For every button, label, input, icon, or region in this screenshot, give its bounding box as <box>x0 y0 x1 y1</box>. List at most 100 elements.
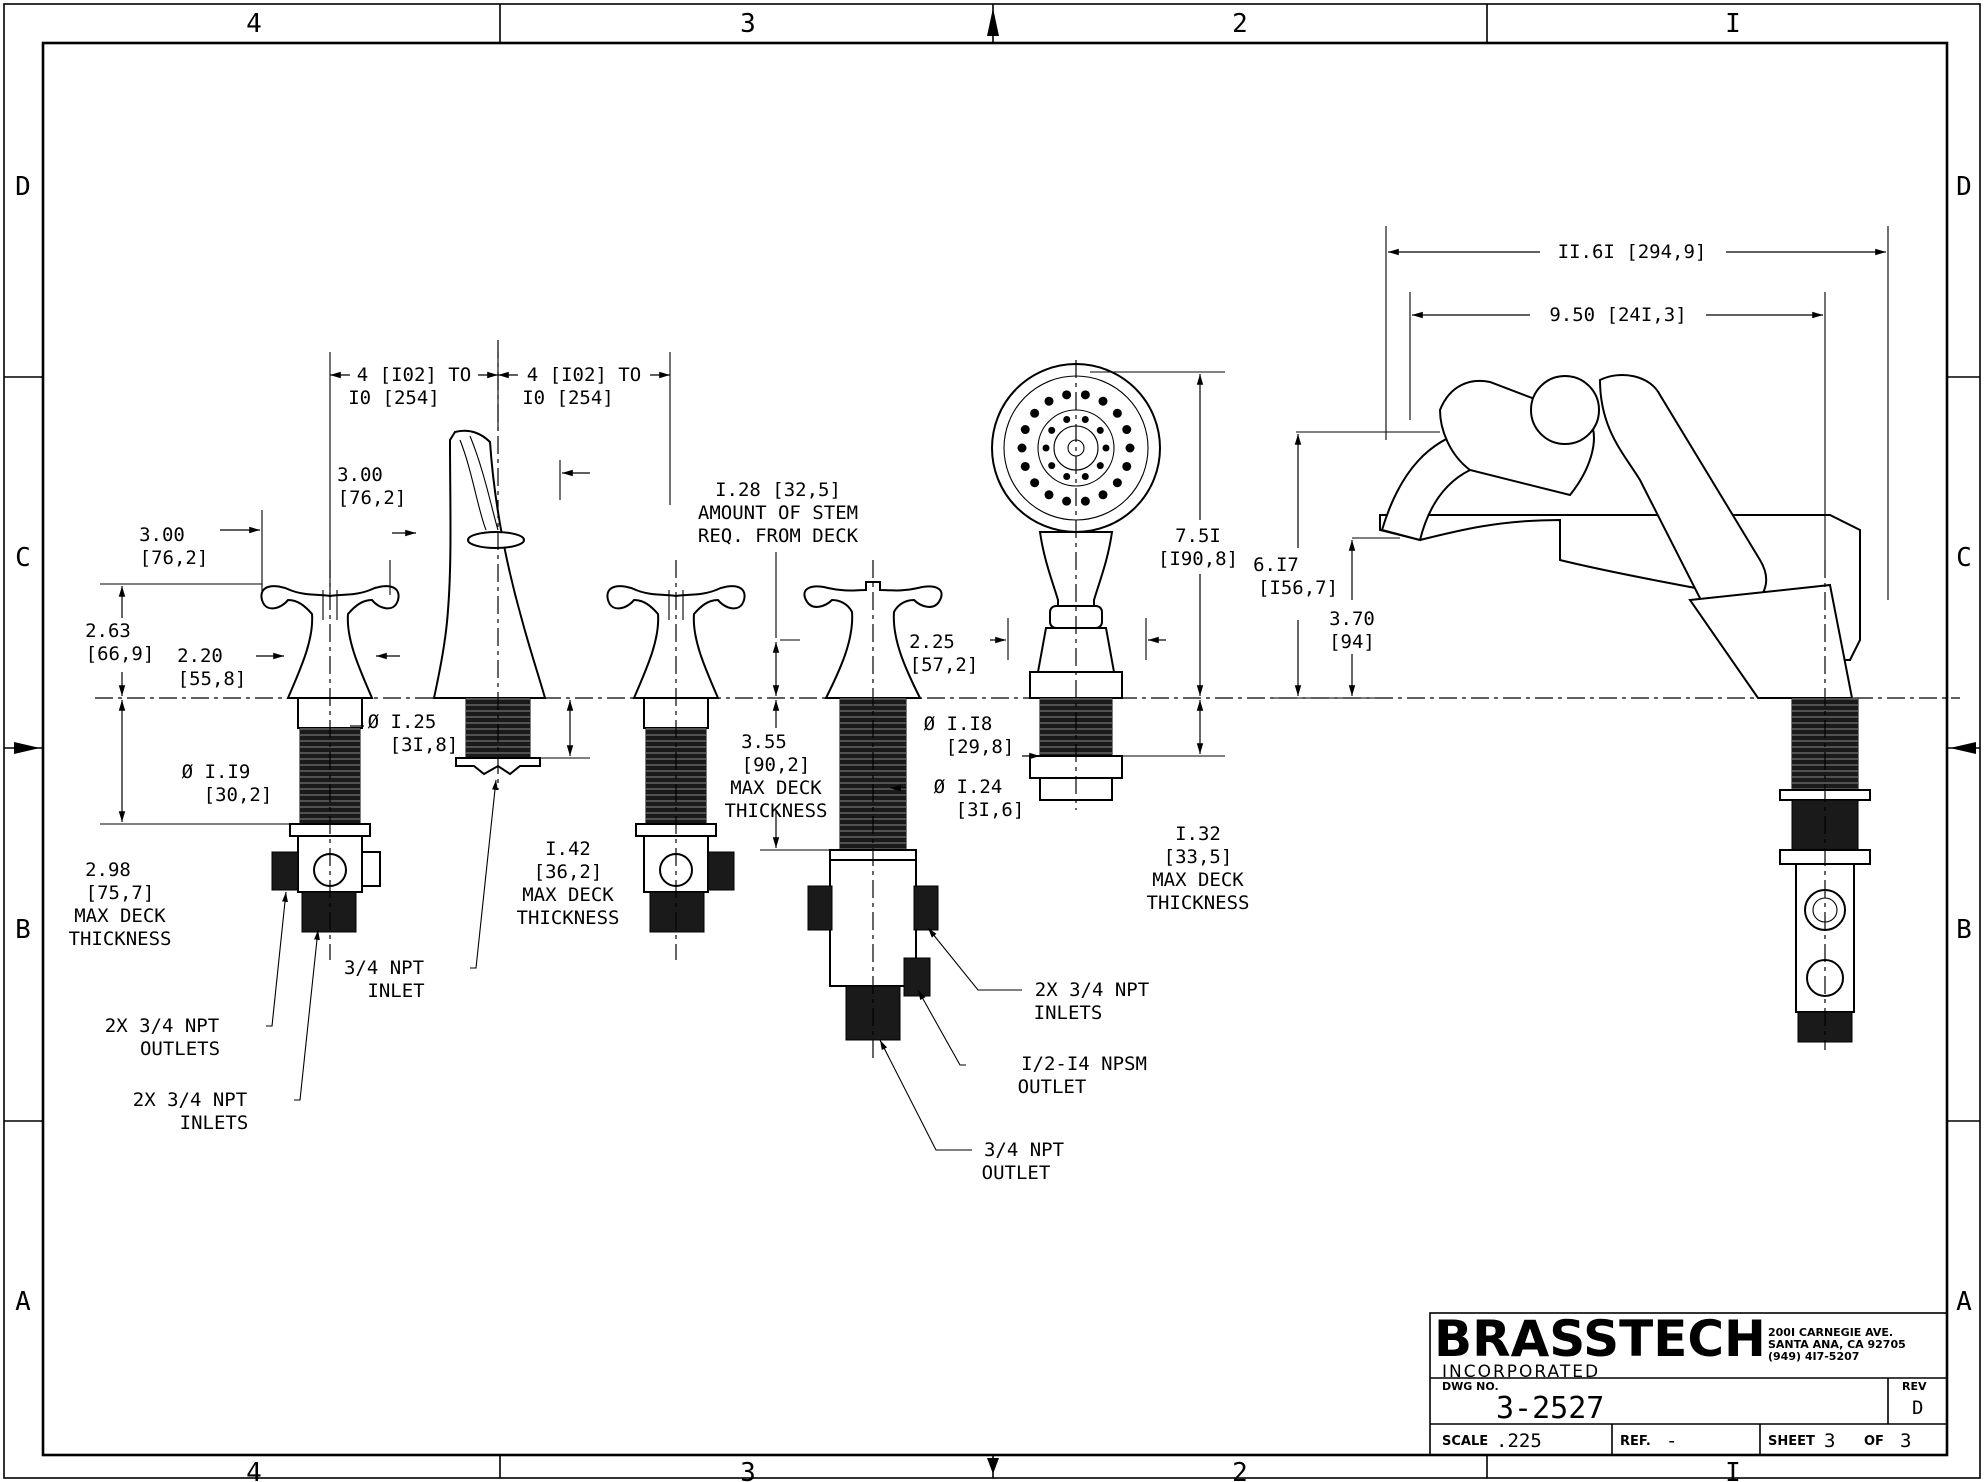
dim-spout-deck-3: MAX DECK <box>522 884 614 906</box>
spray-nozzle <box>1125 443 1135 453</box>
spray-nozzle <box>1102 444 1110 452</box>
spray-nozzle <box>1081 415 1089 423</box>
diverter-assembly <box>803 560 943 1060</box>
left-valve-assembly <box>260 560 400 960</box>
callout-div-npsm-1: I/2-I4 NPSM <box>1021 1053 1147 1075</box>
sheet-value: 3 <box>1824 1430 1835 1452</box>
zone-col-2-bottom: 2 <box>1232 1458 1248 1482</box>
sheet-label: SHEET <box>1768 1434 1815 1449</box>
dim-handle-base-1: 2.20 <box>177 645 223 667</box>
dimension-labels: II.6I [294,9] 9.50 [24I,3] 4 [I02] TO I0… <box>69 241 1707 950</box>
zone-row-c-right: C <box>1956 543 1972 573</box>
callout-spout-inlet-1: 3/4 NPT <box>344 957 424 979</box>
hand-shower-side <box>1379 374 1871 1050</box>
dim-handle-width-1: 3.00 <box>139 524 185 546</box>
callout-valve-outlets-2: OUTLETS <box>140 1038 220 1060</box>
spray-nozzle <box>1048 462 1056 470</box>
zone-row-c-left: C <box>15 543 31 573</box>
callout-div-outlet-2: OUTLET <box>982 1162 1051 1184</box>
dim-overall-width: II.6I [294,9] <box>1558 241 1707 263</box>
spray-nozzle <box>1122 425 1132 435</box>
zone-col-1-top: I <box>1725 9 1741 39</box>
ref-value: - <box>1666 1430 1677 1452</box>
callout-leaders <box>266 779 1022 1151</box>
zone-col-2-top: 2 <box>1232 9 1248 39</box>
dim-hs-deck-3: MAX DECK <box>1152 869 1244 891</box>
title-block: BRASSTECH INCORPORATED 200I CARNEGIE AVE… <box>1429 1310 1948 1456</box>
dim-side-h2-1: 3.70 <box>1329 608 1375 630</box>
spray-nozzle <box>1112 478 1122 488</box>
dim-spout-dia-1: Ø I.25 <box>368 711 437 733</box>
callout-div-inlets-2: INLETS <box>1034 1002 1103 1024</box>
dim-div-dia-2: [3I,6] <box>956 799 1025 821</box>
zone-col-1-bottom: I <box>1725 1458 1741 1482</box>
scale-value: .225 <box>1496 1430 1542 1452</box>
hand-shower-front <box>991 360 1161 810</box>
dwg-no: 3-2527 <box>1496 1391 1604 1426</box>
zone-row-b-right: B <box>1956 915 1972 945</box>
spray-nozzle <box>1098 396 1108 406</box>
zone-row-b-left: B <box>15 915 31 945</box>
dim-handle-width-2: [76,2] <box>140 547 209 569</box>
zone-col-3-bottom: 3 <box>740 1458 756 1482</box>
dim-deck-left-1: 2.98 <box>85 859 131 881</box>
dim-spout-reach-1: 3.00 <box>337 464 383 486</box>
dim-spout-deck-2: [36,2] <box>534 861 603 883</box>
dim-hs-deck-4: THICKNESS <box>1147 892 1250 914</box>
callout-valve-outlets-1: 2X 3/4 NPT <box>105 1015 219 1037</box>
of-value: 3 <box>1900 1430 1911 1452</box>
rev-label: REV <box>1902 1380 1927 1393</box>
rev-value: D <box>1912 1397 1923 1419</box>
zone-col-4-top: 4 <box>246 9 262 39</box>
dwg-no-label: DWG NO. <box>1442 1380 1499 1393</box>
dim-handle-base-2: [55,8] <box>178 668 247 690</box>
dim-stem-1: I.28 [32,5] <box>715 479 841 501</box>
dim-valve-dia-2: [30,2] <box>204 784 273 806</box>
spray-nozzle <box>1063 473 1071 481</box>
dim-side-h1-1: 6.I7 <box>1253 554 1299 576</box>
address-line-2: SANTA ANA, CA 92705 <box>1768 1338 1906 1351</box>
middle-valve-assembly <box>606 560 746 960</box>
callout-labels: 3/4 NPT INLET 2X 3/4 NPT OUTLETS 2X 3/4 … <box>105 957 1149 1184</box>
company-logo: BRASSTECH <box>1434 1310 1766 1368</box>
spray-nozzle <box>1017 443 1027 453</box>
dim-hs-height-2: [I90,8] <box>1158 548 1238 570</box>
dim-div-deck-3: MAX DECK <box>730 777 822 799</box>
spray-nozzle <box>1096 426 1104 434</box>
spray-nozzle <box>1081 473 1089 481</box>
dim-div-deck-1: 3.55 <box>741 731 787 753</box>
dim-hs-dia-1: Ø I.I8 <box>924 713 993 735</box>
zone-col-4-bottom: 4 <box>246 1458 262 1482</box>
dim-deck-left-3: MAX DECK <box>74 905 166 927</box>
spray-nozzle <box>1044 490 1054 500</box>
dim-spout-reach-2: [76,2] <box>338 487 407 509</box>
dim-spread-right-2: I0 [254] <box>522 387 614 409</box>
dim-div-width-1: 2.25 <box>909 631 955 653</box>
address-line-1: 200I CARNEGIE AVE. <box>1768 1326 1893 1339</box>
spray-nozzle <box>1062 496 1072 506</box>
spray-nozzle <box>1080 390 1090 400</box>
callout-div-npsm-2: OUTLET <box>1018 1076 1087 1098</box>
dim-spout-deck-4: THICKNESS <box>517 907 620 929</box>
spray-nozzle <box>1020 425 1030 435</box>
dimension-lines <box>100 226 1889 851</box>
spray-nozzle <box>1098 490 1108 500</box>
dim-div-deck-2: [90,2] <box>742 754 811 776</box>
dim-side-h1-2: [I56,7] <box>1258 577 1338 599</box>
spray-nozzle <box>1112 408 1122 418</box>
spray-nozzle <box>1030 408 1040 418</box>
spray-nozzle <box>1020 461 1030 471</box>
spray-nozzle <box>1030 478 1040 488</box>
spray-nozzle <box>1096 462 1104 470</box>
dim-inner-width: 9.50 [24I,3] <box>1549 304 1686 326</box>
callout-valve-inlets-1: 2X 3/4 NPT <box>133 1089 247 1111</box>
dim-hs-dia-2: [29,8] <box>946 736 1015 758</box>
dim-deck-left-2: [75,7] <box>86 882 155 904</box>
zone-row-d-right: D <box>1956 172 1972 202</box>
dim-hs-deck-2: [33,5] <box>1164 846 1233 868</box>
spray-nozzle <box>1048 426 1056 434</box>
dim-hs-height-1: 7.5I <box>1175 525 1221 547</box>
dim-spout-dia-2: [3I,8] <box>390 734 459 756</box>
scale-label: SCALE <box>1442 1434 1488 1449</box>
